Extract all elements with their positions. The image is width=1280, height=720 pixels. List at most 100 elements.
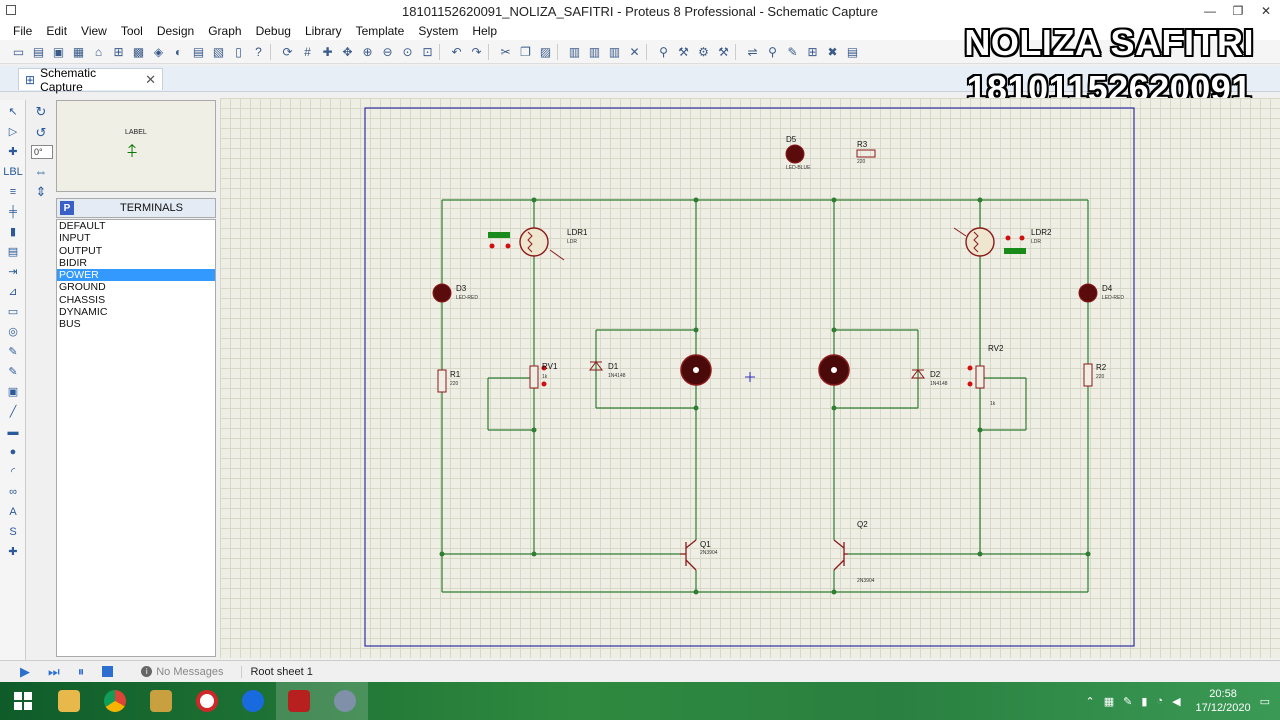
volume-icon[interactable]: ◀ (1172, 695, 1181, 708)
new-file-icon[interactable]: ▭ (12, 44, 25, 59)
block-move-icon[interactable]: ▥ (588, 44, 601, 59)
rotation-angle-field[interactable]: 0° (31, 145, 53, 159)
home-icon[interactable]: ⌂ (94, 44, 103, 59)
wire-label-mode-icon[interactable]: LBL (3, 165, 23, 178)
path-tool-icon[interactable]: ∞ (9, 485, 17, 498)
message-indicator[interactable]: i No Messages (141, 666, 223, 678)
netlist-icon[interactable]: ▤ (846, 44, 859, 59)
help-icon[interactable]: ? (255, 44, 262, 59)
move-icon[interactable]: ✥ (342, 44, 353, 59)
refresh-icon[interactable]: ⟳ (282, 44, 293, 59)
menu-design[interactable]: Design (156, 24, 195, 38)
tab-schematic-capture[interactable]: ⊞ Schematic Capture ✕ (18, 66, 163, 94)
taskbar-proteus[interactable] (322, 682, 368, 720)
overview-preview[interactable]: LABEL ⍏ (56, 100, 216, 192)
rotate-clockwise-icon[interactable]: ↻ (35, 104, 47, 119)
pause-button[interactable]: ⏸ (77, 663, 85, 679)
undo-icon[interactable]: ↶ (451, 44, 462, 59)
terminals-mode-icon[interactable]: ▤ (7, 246, 19, 258)
minimize-button[interactable]: — (1204, 4, 1216, 18)
schematic-canvas[interactable]: D5 LED-BLUE R3 220 LDR1 LDR LDR2 LDR D3 … (220, 98, 1280, 658)
virtual-instruments-icon[interactable]: ▣ (7, 386, 19, 398)
wifi-icon[interactable]: ◔ (1156, 695, 1164, 707)
list-item[interactable]: GROUND (59, 281, 106, 294)
marker-tool-icon[interactable]: ✚ (8, 546, 18, 558)
stop-button[interactable] (102, 666, 114, 677)
close-button[interactable]: ✕ (1260, 4, 1272, 18)
menu-help[interactable]: Help (472, 24, 498, 38)
tab-close-icon[interactable]: ✕ (145, 71, 156, 87)
step-button[interactable]: ⏭ (48, 663, 60, 679)
menu-file[interactable]: File (13, 24, 33, 38)
code-icon[interactable]: ▧ (212, 44, 225, 59)
search-icon[interactable]: ⚲ (768, 44, 777, 59)
pen-icon[interactable]: ✎ (1123, 695, 1133, 708)
block-rotate-icon[interactable]: ▥ (608, 44, 621, 59)
paste-icon[interactable]: ▨ (539, 44, 552, 59)
menu-graph[interactable]: Graph (208, 24, 242, 38)
menu-edit[interactable]: Edit (46, 24, 68, 38)
buses-mode-icon[interactable]: ╪ (9, 205, 17, 218)
notification-icon[interactable]: ▭ (1259, 695, 1270, 708)
package-icon[interactable]: ⚙ (698, 44, 709, 59)
grid-icon[interactable]: # (304, 44, 311, 59)
circle-tool-icon[interactable]: ● (9, 445, 17, 458)
start-button[interactable] (0, 682, 46, 720)
notes-icon[interactable]: ▯ (235, 44, 242, 59)
redo-icon[interactable]: ↷ (471, 44, 482, 59)
origin-icon[interactable]: ✚ (322, 44, 333, 59)
text-script-mode-icon[interactable]: ≡ (9, 185, 17, 198)
arc-tool-icon[interactable]: ◜ (10, 466, 16, 478)
graph-mode-icon[interactable]: ⊿ (8, 286, 18, 298)
property-icon[interactable]: ✎ (787, 44, 798, 59)
generator-mode-icon[interactable]: ◎ (8, 326, 18, 338)
block-delete-icon[interactable]: ✕ (629, 44, 640, 59)
bom-icon[interactable]: ▤ (192, 44, 205, 59)
network-icon[interactable]: ▦ (1103, 695, 1115, 708)
block-copy-icon[interactable]: ▥ (568, 44, 581, 59)
menu-view[interactable]: View (81, 24, 107, 38)
list-item[interactable]: DYNAMIC (59, 306, 108, 319)
current-probe-icon[interactable]: ✎ (8, 366, 18, 378)
taskbar-chrome[interactable] (92, 682, 138, 720)
taskbar-app-red[interactable] (184, 682, 230, 720)
taskbar-proteus-isis[interactable] (276, 682, 322, 720)
taskbar-teamviewer[interactable] (230, 682, 276, 720)
clock[interactable]: 20:58 17/12/2020 (1196, 687, 1251, 715)
list-item-selected[interactable]: POWER (57, 269, 215, 282)
menu-template[interactable]: Template (355, 24, 405, 38)
zoom-area-icon[interactable]: ⊡ (422, 44, 433, 59)
voltage-probe-icon[interactable]: ✎ (8, 346, 18, 358)
menu-tool[interactable]: Tool (120, 24, 143, 38)
zoom-out-icon[interactable]: ⊖ (382, 44, 393, 59)
play-button[interactable]: ▶ (20, 663, 30, 679)
restore-button[interactable]: ❐ (1232, 4, 1244, 18)
zoom-all-icon[interactable]: ⊙ (402, 44, 413, 59)
box-tool-icon[interactable]: ▬ (7, 425, 19, 438)
pcb-icon[interactable]: ▩ (132, 44, 145, 59)
symbol-tool-icon[interactable]: S (9, 525, 17, 538)
subcircuit-mode-icon[interactable]: ▮ (9, 226, 17, 238)
taskbar-file-explorer[interactable] (46, 682, 92, 720)
copy-icon[interactable]: ❐ (520, 44, 531, 59)
tray-chevron-icon[interactable]: ⌃ (1085, 695, 1095, 708)
gerber-icon[interactable]: ◈ (153, 44, 164, 59)
list-item[interactable]: DEFAULT (59, 220, 106, 232)
rotate-anticlockwise-icon[interactable]: ↺ (35, 125, 47, 140)
list-item[interactable]: OUTPUT (59, 244, 103, 257)
schematic-icon[interactable]: ⊞ (113, 44, 124, 59)
mirror-horizontal-icon[interactable]: ⇔ (34, 163, 48, 179)
menu-system[interactable]: System (418, 24, 459, 38)
pick-device-icon[interactable]: ⚲ (659, 44, 668, 59)
tape-recorder-mode-icon[interactable]: ▭ (7, 306, 19, 318)
list-item[interactable]: BUS (59, 318, 81, 331)
list-item[interactable]: CHASSIS (59, 293, 106, 306)
pick-button[interactable]: P (60, 201, 74, 215)
wire-autorouter-icon[interactable]: ⇌ (747, 44, 758, 59)
remove-sheet-icon[interactable]: ✖ (827, 44, 838, 59)
open-folder-icon[interactable]: ▤ (32, 44, 45, 59)
menu-library[interactable]: Library (304, 24, 342, 38)
list-item[interactable]: INPUT (59, 232, 91, 245)
make-device-icon[interactable]: ⚒ (678, 44, 689, 59)
junction-mode-icon[interactable]: ✚ (8, 146, 18, 158)
